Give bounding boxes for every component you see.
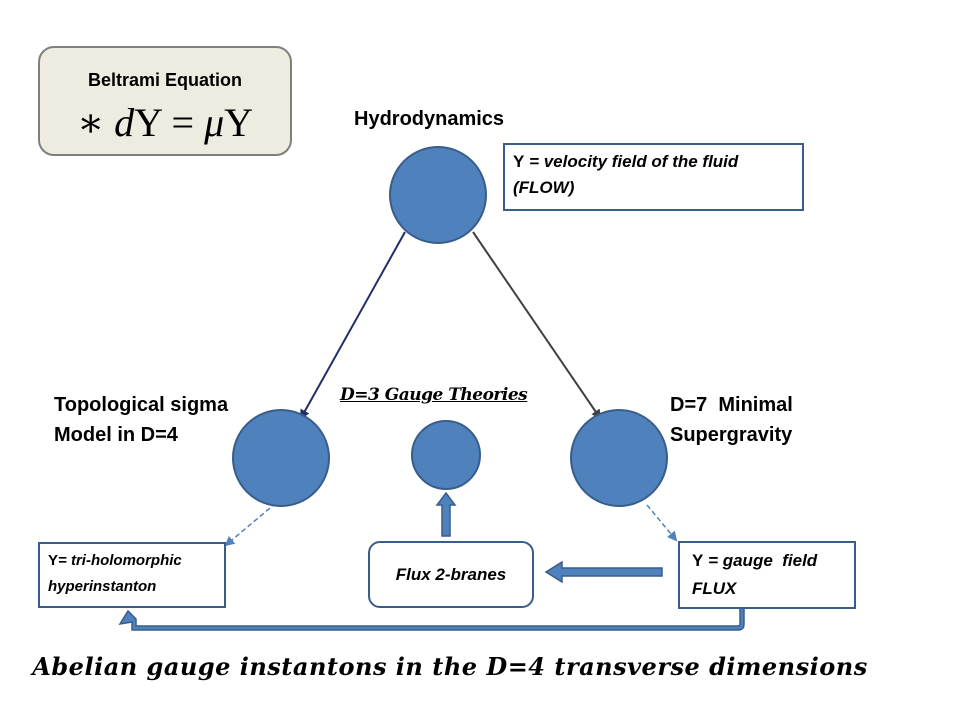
node-circle-gauge-theories xyxy=(411,420,481,490)
flow-description: = velocity field of the fluid xyxy=(524,152,739,171)
hyper-line-1: Y= tri-holomorphic xyxy=(48,548,216,574)
sugra-label-line-1: D=7 Minimal xyxy=(670,394,793,416)
formula-equals: = xyxy=(161,100,205,145)
formula-mu: μ xyxy=(204,100,225,145)
formula-star-d: ∗ d xyxy=(76,100,135,145)
flux-box: Y = gauge field FLUX xyxy=(678,541,856,609)
dashed-arrow-sigma-to-hyperinstanton xyxy=(224,502,277,547)
hyper-description: = tri-holomorphic xyxy=(58,552,182,569)
beltrami-formula: ∗ dY = μY xyxy=(40,100,290,146)
sigma-label-line-2: Model in D=4 xyxy=(54,424,178,446)
flux-description: = gauge field xyxy=(703,551,818,570)
flow-line-2: (FLOW) xyxy=(513,178,575,197)
supergravity-label: D=7 Minimal Supergravity xyxy=(670,390,793,450)
node-circle-sigma-model xyxy=(232,409,330,507)
flow-line-1: Y = velocity field of the fluid xyxy=(513,149,794,175)
node-circle-supergravity xyxy=(570,409,668,507)
arrow-hydro-to-sigma xyxy=(300,231,406,420)
flux-y-symbol: Y xyxy=(692,551,704,570)
sigma-model-label: Topological sigma Model in D=4 xyxy=(54,390,228,450)
hydrodynamics-label: Hydrodynamics xyxy=(354,108,505,130)
beltrami-equation-box: Beltrami Equation ∗ dY = μY xyxy=(38,46,292,156)
block-arrow-flux-to-branes xyxy=(544,560,663,584)
node-circle-hydrodynamics xyxy=(389,146,487,244)
flux-line-2: FLUX xyxy=(692,579,737,598)
dashed-arrow-sugra-to-flux xyxy=(646,504,678,542)
hyper-y-symbol: Y xyxy=(48,552,59,569)
formula-y-left: Y xyxy=(134,100,162,145)
gauge-theories-label: D=3 Gauge Theories xyxy=(340,385,528,405)
flow-box: Y = velocity field of the fluid (FLOW) xyxy=(503,143,804,211)
arrow-hydro-to-sugra xyxy=(472,231,602,420)
formula-y-right: Y xyxy=(224,100,254,145)
hyper-line-2: hyperinstanton xyxy=(48,578,157,595)
flux-line-1: Y = gauge field xyxy=(692,547,842,575)
beltrami-title: Beltrami Equation xyxy=(87,70,243,90)
bottom-caption: Abelian gauge instantons in the D=4 tran… xyxy=(32,652,868,681)
flux-branes-box: Flux 2-branes xyxy=(368,541,534,608)
block-arrow-branes-to-gauge xyxy=(435,491,457,537)
sigma-label-line-1: Topological sigma xyxy=(54,394,229,416)
hyperinstanton-box: Y= tri-holomorphic hyperinstanton xyxy=(38,542,226,608)
flow-y-symbol: Y xyxy=(513,152,525,171)
sugra-label-line-2: Supergravity xyxy=(670,424,793,446)
flux-branes-label: Flux 2-branes xyxy=(395,564,507,584)
block-arrow-flux-to-hyperinstanton xyxy=(118,607,745,631)
